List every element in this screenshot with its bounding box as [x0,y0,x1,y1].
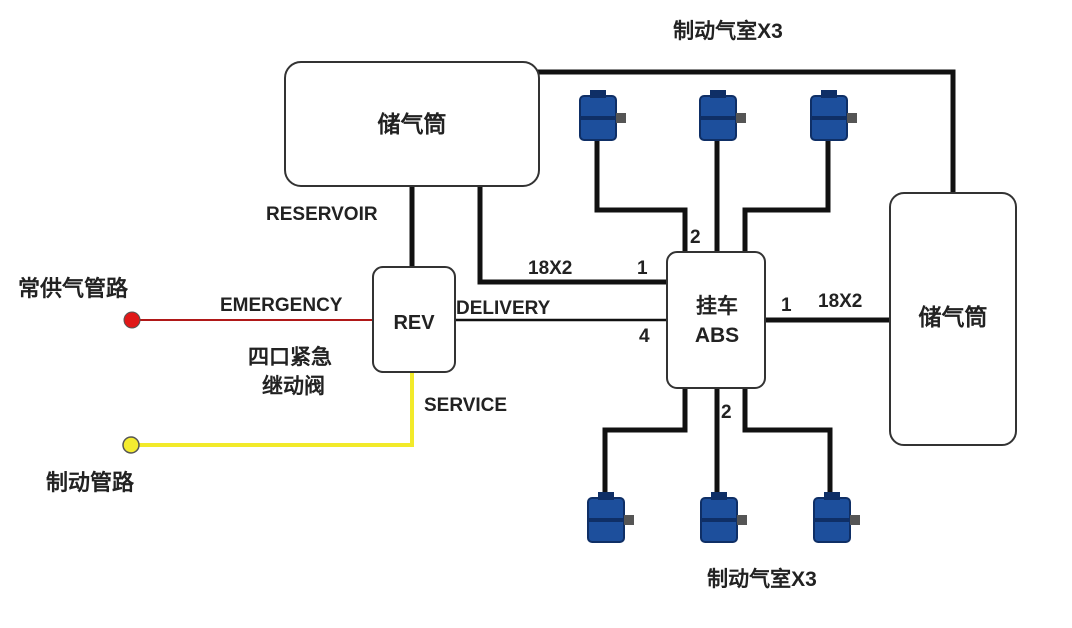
port-bottom-count-label: 2 [721,402,732,423]
brake-chamber-bottom-right [813,492,860,543]
reservoir-right-box [889,192,1017,446]
chamber-clamp-band [814,518,850,522]
chamber-cap [824,492,840,500]
reservoir-left-box [284,61,540,187]
port-right-label: 1 [781,295,792,316]
valve-name-line1: 四口紧急 [248,345,332,369]
port-top-count-label: 2 [690,227,701,248]
brake-line-label: 制动管路 [46,470,135,495]
service-port-label: SERVICE [424,395,507,416]
chamber-clamp-band [811,116,847,120]
chamber-clamp-band [701,518,737,522]
rev-valve-box [372,266,456,373]
abs-box [666,251,766,389]
chamber-pushrod [850,515,860,525]
abs-label-line2: ABS [695,324,739,347]
pipe-bottom-right-chamber [742,385,833,493]
chamber-clamp-band [580,116,616,120]
rev-label: REV [393,312,435,334]
chamber-cap [711,492,727,500]
pipe-left-spec-label: 18X2 [528,258,572,279]
chamber-cap [821,90,837,98]
chambers-bottom-label: 制动气室X3 [707,567,817,591]
chamber-cap [710,90,726,98]
brake-chamber-top-middle [699,90,746,141]
chambers-top-label: 制动气室X3 [673,19,783,43]
brake-chamber-top-left [579,90,626,141]
chamber-cap [590,90,606,98]
port-left-lower-label: 4 [639,326,650,347]
chamber-pushrod [736,113,746,123]
brake-chamber-bottom-left [587,492,634,543]
pipe-reservoir-to-abs [477,183,670,285]
port-left-upper-label: 1 [637,258,648,279]
chamber-pushrod [616,113,626,123]
brake-chambers [579,90,860,543]
chamber-clamp-band [588,518,624,522]
chamber-pushrod [737,515,747,525]
emergency-port-label: EMERGENCY [220,295,343,316]
abs-label-line1: 挂车 [696,294,738,318]
valve-name-line2: 继动阀 [262,374,325,398]
chamber-clamp-band [700,116,736,120]
reservoir-right-label: 储气筒 [919,304,988,330]
reservoir-left-label: 储气筒 [378,111,447,137]
pipe-top-left-chamber [594,137,688,255]
pipe-top-right-chamber [742,137,831,255]
red-connector-dot [123,311,141,329]
chamber-pushrod [624,515,634,525]
reservoir-port-label: RESERVOIR [266,204,378,225]
delivery-port-label: DELIVERY [456,298,551,319]
chamber-cap [598,492,614,500]
yellow-connector-dot [122,436,140,454]
chamber-pushrod [847,113,857,123]
brake-chamber-bottom-middle [700,492,747,543]
brake-chamber-top-right [810,90,857,141]
pipe-reservoir-to-reservoir [535,69,956,195]
emergency-supply-label: 常供气管路 [18,276,129,301]
pipe-bottom-left-chamber [602,385,688,493]
pipe-right-spec-label: 18X2 [818,291,862,312]
service-line [131,372,414,447]
